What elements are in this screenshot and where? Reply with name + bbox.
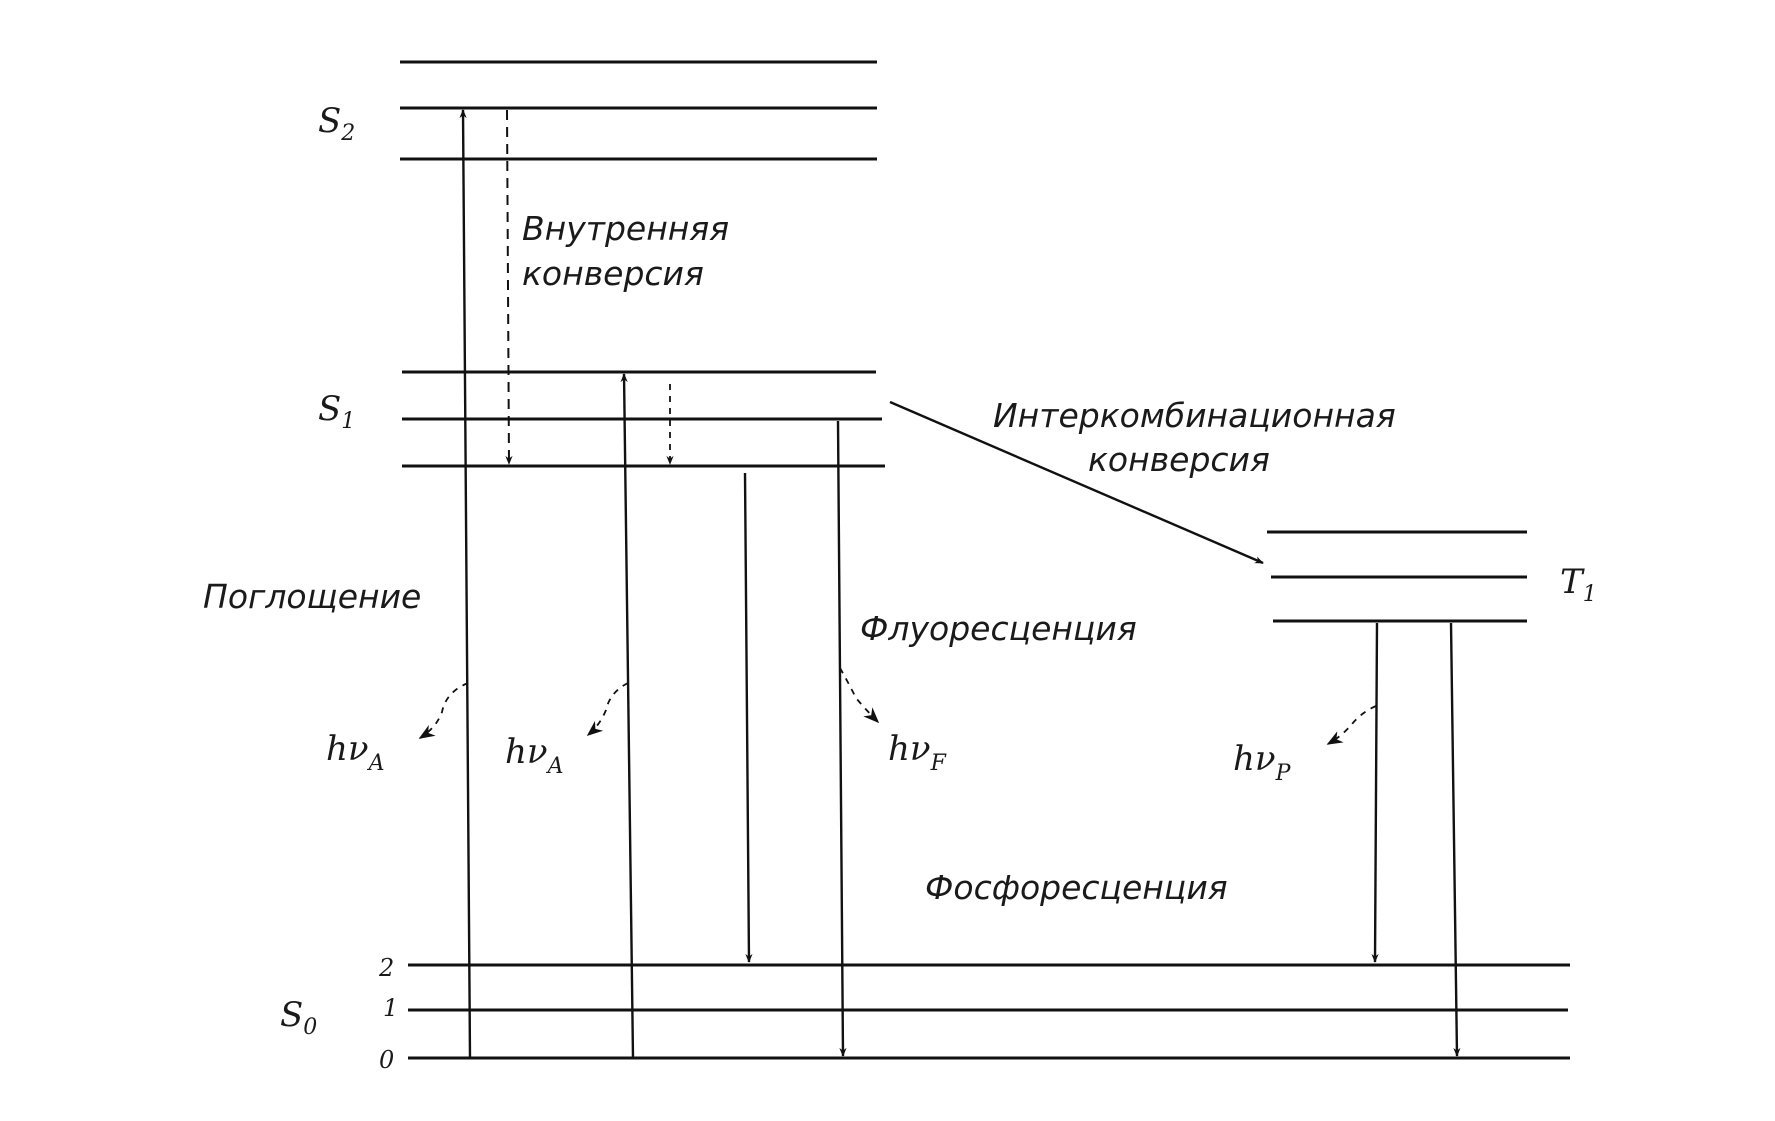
- t1-levels: [1267, 530, 1527, 623]
- s0-vibrational-label-1: 1: [383, 994, 398, 1022]
- phosphorescence-label: Фосфоресценция: [925, 868, 1228, 907]
- phosphorescence-arrow-to-s0-2: [1371, 622, 1379, 963]
- photon-fluorescence-label: hνF: [888, 729, 947, 776]
- s0-label: S0: [280, 995, 317, 1040]
- s0-vibrational-label-0: 0: [379, 1046, 394, 1074]
- internal-conversion-label-line1: Внутренняя: [522, 209, 729, 248]
- phosphorescence-arrow-to-s0-0: [1449, 622, 1461, 1057]
- s2-levels: [400, 60, 877, 161]
- photon-arrow: [1326, 705, 1377, 745]
- photon-absorption-label: hνA: [326, 729, 384, 776]
- fluorescence-arrow-to-s0-2: [743, 472, 753, 963]
- intersystem-crossing-label-line1: Интеркомбинационная: [993, 396, 1396, 435]
- absorption-label: Поглощение: [203, 577, 421, 616]
- intersystem-crossing-label-line2: конверсия: [1088, 440, 1270, 479]
- photon-phosphorescence-label: hνP: [1233, 739, 1292, 786]
- internal-conversion-arrow: [505, 109, 513, 465]
- intersystem-crossing-arrow: [889, 400, 1264, 565]
- internal-conversion-label-line2: конверсия: [522, 254, 704, 293]
- fluorescence-arrow-to-s0-0: [836, 420, 847, 1057]
- s1-levels: [402, 370, 885, 468]
- absorption-arrow-s0-s1: [620, 373, 635, 1059]
- absorption-arrow-s0-s2: [459, 109, 472, 1059]
- s0-levels: [408, 963, 1570, 1060]
- fluorescence-label: Флуоресценция: [860, 609, 1137, 648]
- t1-label: T1: [1560, 562, 1597, 607]
- s0-vibrational-label-2: 2: [378, 954, 394, 982]
- photon-arrow: [418, 682, 469, 739]
- s2-label: S2: [318, 101, 355, 146]
- photon-arrow: [839, 667, 880, 724]
- photon-absorption-label: hνA: [505, 732, 563, 779]
- s1-label: S1: [318, 389, 355, 434]
- photon-arrow: [586, 682, 629, 737]
